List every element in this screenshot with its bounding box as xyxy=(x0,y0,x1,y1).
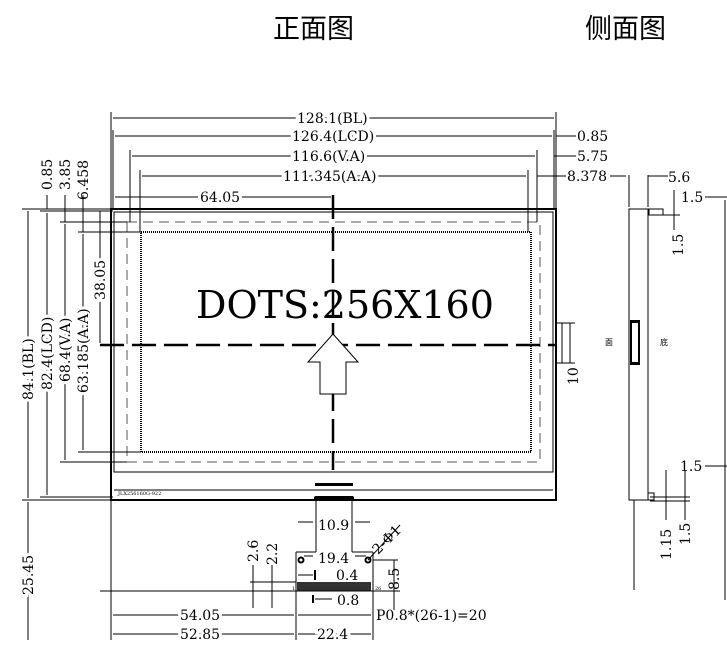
part-number: JLX256160G-922 xyxy=(117,491,161,497)
dim-center-x: 64.05 xyxy=(200,190,240,206)
dim-fpc-pitch-width: 0.4 xyxy=(336,568,358,584)
active-area xyxy=(140,231,532,453)
dim-fpc-pitch: 0.8 xyxy=(337,593,359,609)
dim-offset-3: 8.378 xyxy=(567,169,607,185)
dim-fpc-h2: 2.2 xyxy=(265,543,281,565)
dim-width-va: 116.6(V.A) xyxy=(292,149,365,165)
dim-side-a: 1.5 xyxy=(681,190,703,206)
dim-top-offset-2: 3.85 xyxy=(58,159,74,190)
dim-height-bl: 84.1(BL) xyxy=(21,338,37,400)
dim-bottom-fpc: 25.45 xyxy=(21,555,37,595)
dim-fpc-pitch-formula: P0.8*(26-1)=20 xyxy=(376,608,487,624)
dim-fpc-w1: 10.9 xyxy=(318,518,349,534)
dim-fpc-d2: 52.85 xyxy=(180,627,220,643)
dim-offset-1: 0.85 xyxy=(577,129,608,145)
dim-side-thickness: 5.6 xyxy=(668,170,690,186)
dim-height-aa: 63.185(A.A) xyxy=(76,308,92,393)
dim-height-lcd: 82.4(LCD) xyxy=(40,317,56,390)
dim-connector: 10 xyxy=(566,367,582,385)
dim-side-c: 1.5 xyxy=(680,459,702,475)
front-view-title: 正面图 xyxy=(273,14,354,45)
dim-fpc-d3: 22.4 xyxy=(317,627,348,643)
side-view-title: 侧面图 xyxy=(585,14,666,45)
side-view xyxy=(628,175,727,600)
pin-last-label: 26 xyxy=(375,586,381,592)
left-dimensions xyxy=(22,195,141,640)
dim-side-b: 1.5 xyxy=(671,234,687,256)
dim-top-offset-1: 0.85 xyxy=(40,159,56,190)
dim-fpc-h3: 8.5 xyxy=(387,568,403,590)
orientation-arrow-icon xyxy=(306,333,360,395)
dim-side-e: 1.5 xyxy=(678,523,694,545)
dim-width-lcd: 126.4(LCD) xyxy=(292,129,374,145)
dim-offset-2: 5.75 xyxy=(577,149,608,165)
pin-first-label: 1 xyxy=(292,586,295,592)
dim-side-d: 1.15 xyxy=(659,529,675,560)
top-dimensions xyxy=(110,112,626,232)
dim-height-va: 68.4(V.A) xyxy=(58,318,74,382)
side-bottom-label: 底 xyxy=(660,337,668,347)
dim-fpc-hole: 2-Φ1 xyxy=(370,522,405,557)
dots-label: DOTS:256X160 xyxy=(196,283,494,327)
dim-top-offset-3: 6.458 xyxy=(76,160,92,200)
dim-fpc-d1: 54.05 xyxy=(180,608,220,624)
dim-center-y: 38.05 xyxy=(93,260,109,300)
side-face-label: 面 xyxy=(605,338,613,347)
dim-fpc-h1: 2.6 xyxy=(246,540,262,562)
dim-fpc-w2: 19.4 xyxy=(318,551,349,567)
fpc-cable xyxy=(100,483,401,640)
dim-width-aa: 111.345(A.A) xyxy=(283,169,377,185)
viewing-area xyxy=(126,221,541,463)
dim-width-bl: 128.1(BL) xyxy=(297,111,368,127)
